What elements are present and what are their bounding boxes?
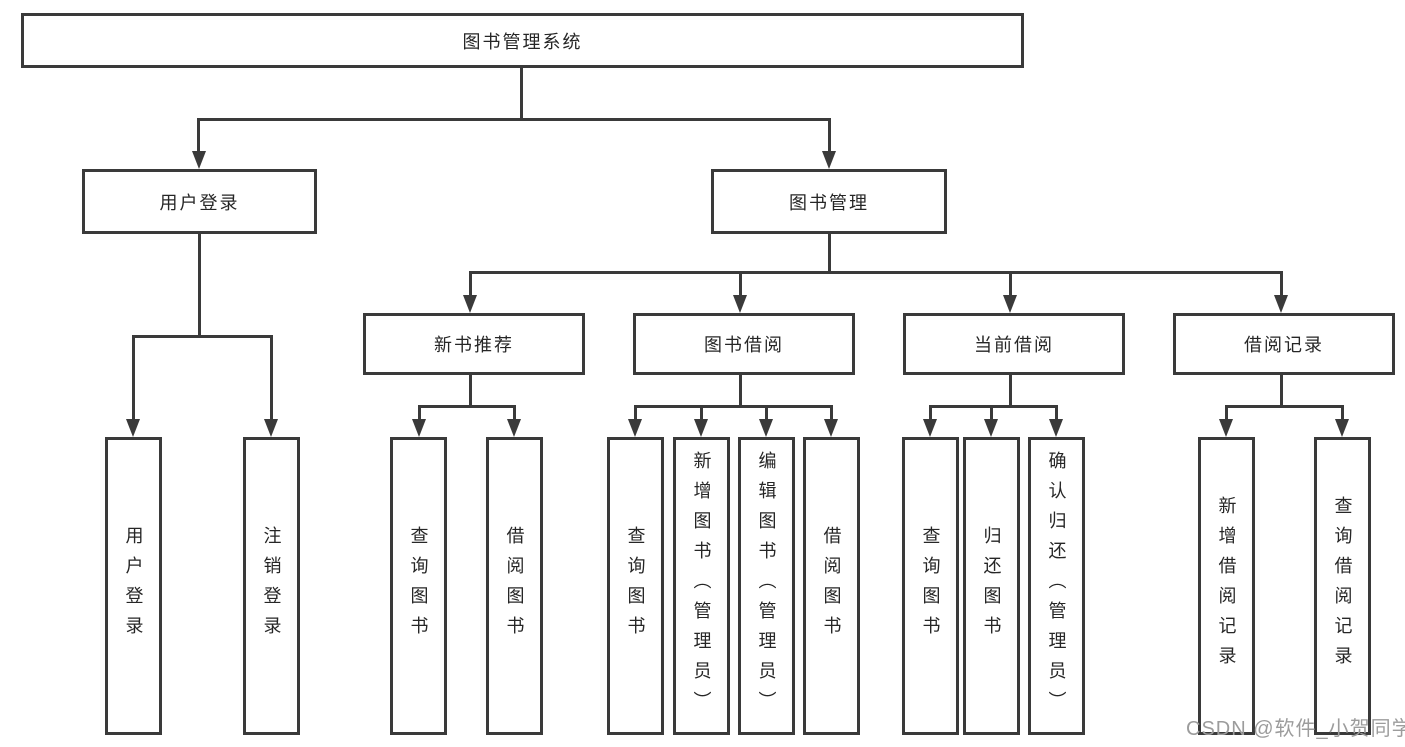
connector-bookmgmt-stem [828,234,831,274]
connector-userlogin-drop-2 [270,335,273,422]
arrowhead-icon [1049,419,1063,437]
connector-records-bar [1225,405,1344,408]
leaf-add-borrow-record: 新增借阅记录 [1198,437,1255,735]
watermark-text: CSDN @软件_小贺同学 [1186,718,1405,740]
arrowhead-icon [628,419,642,437]
arrowhead-icon [759,419,773,437]
arrowhead-icon [1219,419,1233,437]
connector-current-drop-1 [929,405,932,422]
connector-bookmgmt-bar [469,271,1283,274]
arrowhead-icon [1274,295,1288,313]
connector-records-drop-2 [1341,405,1344,422]
arrowhead-icon [192,151,206,169]
leaf-edit-book-admin: 编辑图书（管理员） [738,437,795,735]
node-book-borrowing: 图书借阅 [633,313,855,375]
node-book-management: 图书管理 [711,169,947,234]
leaf-query-books-recommend: 查询图书 [390,437,447,735]
connector-newbook-stem [469,375,472,408]
arrowhead-icon [822,151,836,169]
connector-records-stem [1280,375,1283,408]
connector-bookmgmt-drop-2 [739,271,742,297]
arrowhead-icon [126,419,140,437]
node-current-borrowing: 当前借阅 [903,313,1125,375]
connector-root-drop-right [828,118,831,154]
arrowhead-icon [264,419,278,437]
connector-root-drop-left [197,118,200,154]
arrowhead-icon [824,419,838,437]
leaf-borrow-books-recommend: 借阅图书 [486,437,543,735]
connector-current-bar [929,405,1058,408]
connector-bookmgmt-drop-1 [469,271,472,297]
connector-userlogin-bar [132,335,273,338]
connector-newbook-bar [418,405,516,408]
arrowhead-icon [733,295,747,313]
connector-userlogin-stem [198,234,201,337]
node-new-book-recommend: 新书推荐 [363,313,585,375]
connector-root-stem [520,66,523,119]
connector-borrowing-drop-4 [830,405,833,422]
connector-borrowing-drop-2 [700,405,703,422]
leaf-query-books-borrowing: 查询图书 [607,437,664,735]
connector-newbook-drop-1 [418,405,421,422]
leaf-query-books-current: 查询图书 [902,437,959,735]
connector-root-bar [198,118,830,121]
connector-borrowing-stem [739,375,742,408]
arrowhead-icon [412,419,426,437]
node-root: 图书管理系统 [21,13,1024,68]
leaf-add-book-admin: 新增图书（管理员） [673,437,730,735]
node-borrowing-records: 借阅记录 [1173,313,1395,375]
leaf-query-borrow-record: 查询借阅记录 [1314,437,1371,735]
leaf-user-login: 用户登录 [105,437,162,735]
arrowhead-icon [463,295,477,313]
connector-newbook-drop-2 [513,405,516,422]
leaf-confirm-return-admin: 确认归还（管理员） [1028,437,1085,735]
connector-bookmgmt-drop-3 [1009,271,1012,297]
arrowhead-icon [694,419,708,437]
arrowhead-icon [1335,419,1349,437]
leaf-logout: 注销登录 [243,437,300,735]
connector-borrowing-drop-1 [634,405,637,422]
arrowhead-icon [1003,295,1017,313]
leaf-borrow-books-borrowing: 借阅图书 [803,437,860,735]
arrowhead-icon [984,419,998,437]
connector-current-drop-3 [1055,405,1058,422]
connector-userlogin-drop-1 [132,335,135,422]
connector-bookmgmt-drop-4 [1280,271,1283,297]
leaf-return-books: 归还图书 [963,437,1020,735]
node-user-login: 用户登录 [82,169,317,234]
connector-current-drop-2 [990,405,993,422]
arrowhead-icon [507,419,521,437]
connector-records-drop-1 [1225,405,1228,422]
arrowhead-icon [923,419,937,437]
connector-borrowing-drop-3 [765,405,768,422]
connector-borrowing-bar [634,405,832,408]
connector-current-stem [1009,375,1012,408]
